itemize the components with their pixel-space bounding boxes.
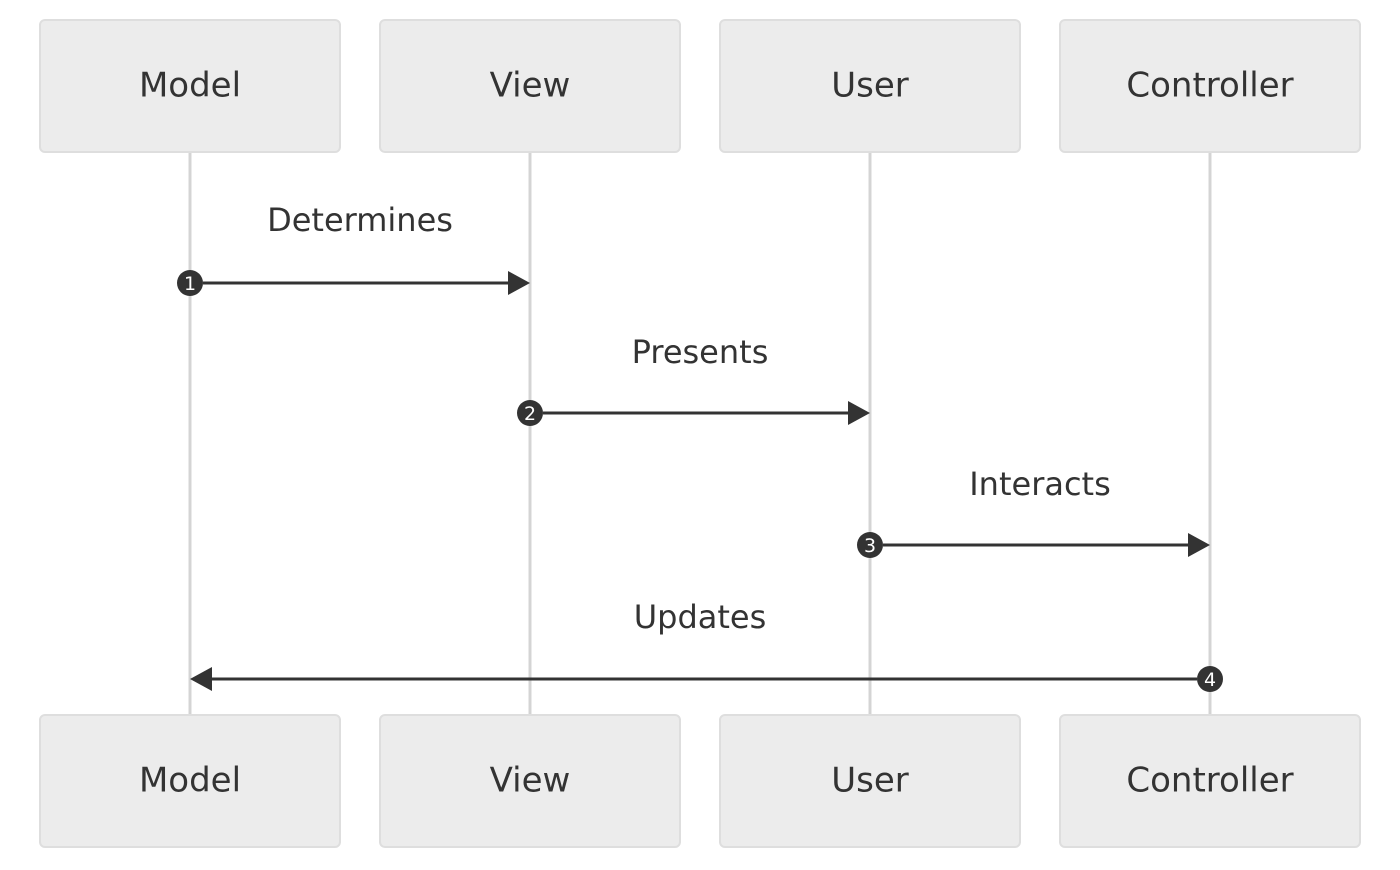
sequence-badge-3 [857, 532, 883, 558]
participant-box-controller-bottom[interactable]: Controller [1059, 714, 1361, 848]
sequence-badge-number-2: 2 [524, 403, 536, 425]
message-3-user-to-controller[interactable]: 3 Interacts [857, 465, 1210, 558]
participant-box-view-top[interactable]: View [379, 19, 681, 153]
participant-label-user: User [831, 66, 909, 106]
message-label-1: Determines [267, 201, 453, 239]
message-arrowhead-2 [848, 401, 870, 425]
participant-box-view-bottom[interactable]: View [379, 714, 681, 848]
participant-label-model: Model [139, 761, 241, 801]
sequence-badge-number-3: 3 [864, 535, 876, 557]
sequence-badge-2 [517, 400, 543, 426]
message-arrowhead-3 [1188, 533, 1210, 557]
lifelines-group [188, 152, 1212, 718]
sequence-badge-number-4: 4 [1204, 669, 1216, 691]
participant-label-model: Model [139, 66, 241, 106]
message-arrowhead-1 [508, 271, 530, 295]
participant-box-controller-top[interactable]: Controller [1059, 19, 1361, 153]
message-label-4: Updates [634, 598, 767, 636]
participant-boxes-top: Model View User Controller [39, 19, 1361, 153]
messages-group: 1 Determines 2 Presents 3 Interacts 4 Updates [177, 201, 1223, 692]
message-arrowhead-4 [190, 667, 212, 691]
message-2-view-to-user[interactable]: 2 Presents [517, 333, 870, 426]
participant-label-controller: Controller [1126, 761, 1293, 801]
message-4-controller-to-model[interactable]: 4 Updates [190, 598, 1223, 692]
participant-label-controller: Controller [1126, 66, 1293, 106]
participant-label-user: User [831, 761, 909, 801]
participant-boxes-bottom: Model View User Controller [39, 714, 1361, 848]
participant-box-model-bottom[interactable]: Model [39, 714, 341, 848]
participant-label-view: View [490, 761, 571, 801]
message-label-3: Interacts [969, 465, 1111, 503]
sequence-badge-4 [1197, 666, 1223, 692]
message-1-model-to-view[interactable]: 1 Determines [177, 201, 530, 296]
sequence-badge-number-1: 1 [184, 273, 196, 295]
participant-box-user-top[interactable]: User [719, 19, 1021, 153]
sequence-badge-1 [177, 270, 203, 296]
message-label-2: Presents [632, 333, 769, 371]
participant-label-view: View [490, 66, 571, 106]
participant-box-model-top[interactable]: Model [39, 19, 341, 153]
participant-box-user-bottom[interactable]: User [719, 714, 1021, 848]
